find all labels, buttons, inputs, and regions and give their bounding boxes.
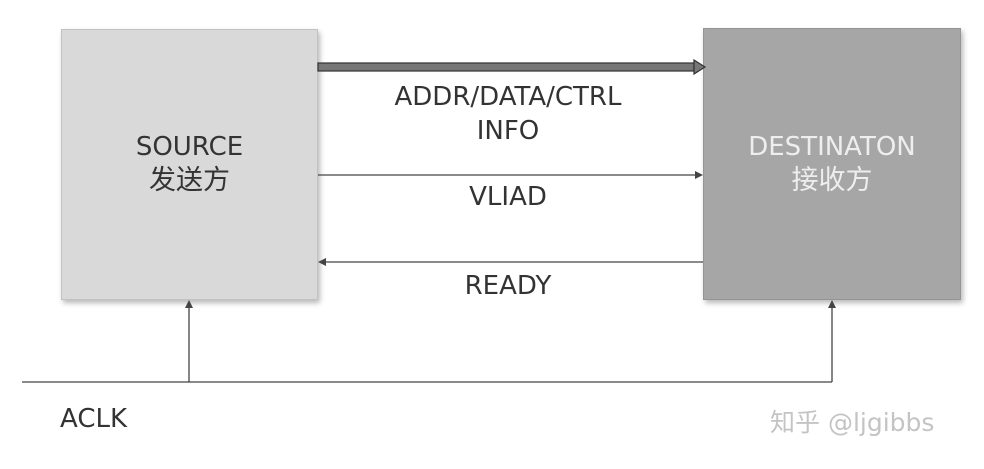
valid-arrow <box>318 171 703 179</box>
addr-data-ctrl-bus-arrow <box>317 58 707 76</box>
valid-label: VLIAD <box>469 182 547 212</box>
aclk-wire <box>22 300 836 383</box>
destination-title: DESTINATON <box>748 131 916 162</box>
source-title: SOURCE <box>135 132 244 162</box>
addr-data-ctrl-label: ADDR/DATA/CTRL <box>394 82 622 112</box>
aclk-label: ACLK <box>60 404 128 434</box>
ready-label: READY <box>464 271 552 301</box>
watermark: 知乎 @ljgibbs <box>770 408 935 437</box>
ready-arrow <box>318 258 703 266</box>
info-label: INFO <box>476 116 540 146</box>
destination-subtitle: 接收方 <box>791 164 873 196</box>
source-block: SOURCE 发送方 <box>61 29 318 300</box>
destination-block: DESTINATON 接收方 <box>703 28 961 300</box>
source-subtitle: 发送方 <box>149 165 230 196</box>
